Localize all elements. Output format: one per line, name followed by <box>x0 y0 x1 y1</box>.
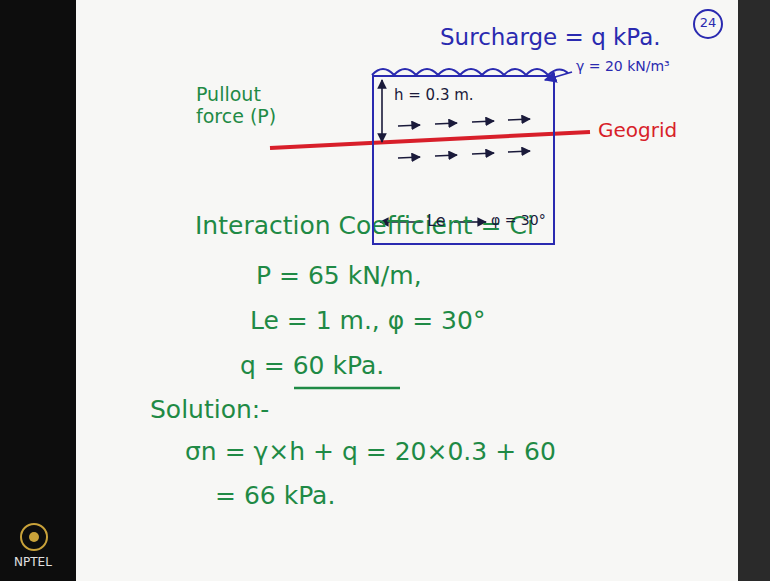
logo-text: NPTEL <box>14 556 52 570</box>
label-slot: Interaction Coefficient = Ci <box>195 212 534 241</box>
label-slot: q = 60 kPa. <box>240 352 384 381</box>
solution-heading: Solution:- <box>150 396 269 425</box>
pullout-label: Pullout force (P) <box>196 84 306 128</box>
text-slot: Le <box>427 212 445 230</box>
paper-sheet <box>76 0 738 581</box>
text-slot: h = 0.3 m. <box>394 87 474 104</box>
equation-line: q = 60 kPa. <box>240 352 384 381</box>
label-slot: Solution:- <box>150 396 269 425</box>
friction-angle-label: φ = 30° <box>491 212 546 228</box>
geogrid-line <box>270 132 590 148</box>
label-slot: γ = 20 kN/m³ <box>576 58 670 74</box>
label-slot: P = 65 kN/m, <box>256 262 422 291</box>
underline <box>294 387 400 390</box>
label-slot: Surcharge = q kPa. <box>440 24 661 50</box>
dark-edge <box>738 0 770 581</box>
label-slot: Geogrid <box>598 119 677 142</box>
page-number-circle <box>694 10 722 38</box>
equation-line: σn = γ×h + q = 20×0.3 + 60 <box>185 438 556 467</box>
equation-line: = 66 kPa. <box>215 482 335 511</box>
label-slot: = 66 kPa. <box>215 482 335 511</box>
height-label: h = 0.3 m. <box>394 87 474 104</box>
geogrid-label: Geogrid <box>598 119 677 142</box>
shear-arrows <box>398 119 530 158</box>
equation-line: P = 65 kN/m, <box>256 262 422 291</box>
length-label: Le <box>427 212 445 230</box>
label-slot: σn = γ×h + q = 20×0.3 + 60 <box>185 438 556 467</box>
equation-line: Le = 1 m., φ = 30° <box>250 307 485 336</box>
label-slot: Pullout force (P) <box>196 84 306 128</box>
height-arrow <box>381 80 383 142</box>
unit-weight-label: γ = 20 kN/m³ <box>576 58 670 74</box>
logo-ring <box>21 524 47 550</box>
equation-line: Interaction Coefficient = Ci <box>195 212 534 241</box>
label-slot: 24 <box>698 16 718 31</box>
surcharge-label: Surcharge = q kPa. <box>440 24 661 50</box>
label-slot: Le = 1 m., φ = 30° <box>250 307 485 336</box>
page-number: 24 <box>698 16 718 31</box>
soil-box: h = 0.3 m. Le φ = 30° <box>372 75 555 245</box>
text-slot: φ = 30° <box>491 212 546 228</box>
label-slot: NPTEL <box>14 556 52 570</box>
logo-core <box>29 532 39 542</box>
